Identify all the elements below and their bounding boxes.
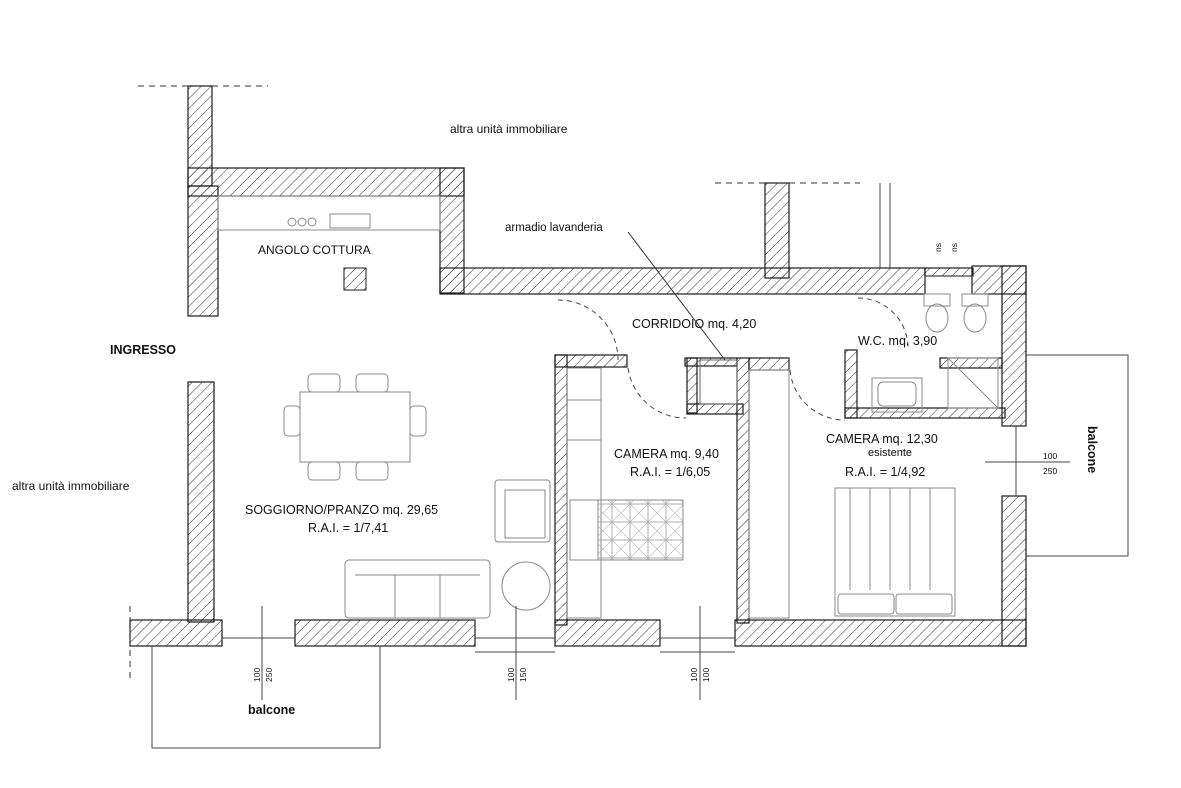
camera1-wardrobe	[566, 367, 602, 619]
label-altra-left: altra unità immobiliare	[12, 479, 130, 493]
balcone-bottom-outline	[151, 646, 381, 749]
label-ingresso: INGRESSO	[110, 343, 176, 357]
camera2-bed	[834, 487, 956, 617]
round-table	[501, 561, 551, 611]
door-swings	[557, 297, 909, 421]
dim-mid-2: 150	[518, 668, 528, 682]
dim-soggiorno-1: 100	[252, 668, 262, 682]
camera1-bed	[569, 499, 684, 561]
label-camera2-rai: R.A.I. = 1/4,92	[845, 465, 925, 479]
dining-table	[283, 373, 427, 481]
dim-right-1: 100	[1043, 451, 1057, 461]
dashed-continuations	[129, 85, 860, 680]
label-angolo-cottura: ANGOLO COTTURA	[258, 243, 371, 257]
walls	[129, 85, 1027, 647]
wc-fixtures	[871, 293, 999, 413]
window-markers	[261, 461, 1070, 700]
dim-wc-2: ns	[949, 243, 959, 252]
label-altra-top: altra unità immobiliare	[450, 122, 568, 136]
label-camera2-name: CAMERA mq. 12,30	[826, 432, 938, 446]
balcone-right-outline	[1026, 354, 1129, 557]
label-camera2-note: esistente	[868, 447, 912, 459]
balconies	[151, 354, 1129, 749]
armadio-leader	[627, 231, 726, 361]
kitchen-counter	[217, 195, 441, 231]
label-balcone-right: balcone	[1085, 426, 1099, 473]
dim-wc-1: ns	[933, 243, 943, 252]
label-corridoio: CORRIDOIO mq. 4,20	[632, 317, 756, 331]
dim-right-2: 250	[1043, 466, 1057, 476]
thin-lines	[222, 183, 1017, 653]
armadio-lavanderia-box	[699, 359, 738, 405]
kitchen-pillar	[343, 267, 367, 291]
label-wc: W.C. mq. 3,90	[858, 334, 937, 348]
label-camera1-name: CAMERA mq. 9,40	[614, 447, 719, 461]
dim-camera-2: 100	[701, 668, 711, 682]
sofa	[344, 559, 491, 619]
label-soggiorno-name: SOGGIORNO/PRANZO mq. 29,65	[245, 503, 438, 517]
label-balcone-bottom: balcone	[248, 703, 295, 717]
label-soggiorno-rai: R.A.I. = 1/7,41	[308, 521, 388, 535]
dim-camera-1: 100	[689, 668, 699, 682]
dim-mid-1: 100	[506, 668, 516, 682]
label-armadio: armadio lavanderia	[505, 222, 603, 234]
dim-soggiorno-2: 250	[264, 668, 274, 682]
armchair	[494, 479, 551, 543]
camera2-wardrobe	[748, 369, 790, 619]
label-camera1-rai: R.A.I. = 1/6,05	[630, 465, 710, 479]
